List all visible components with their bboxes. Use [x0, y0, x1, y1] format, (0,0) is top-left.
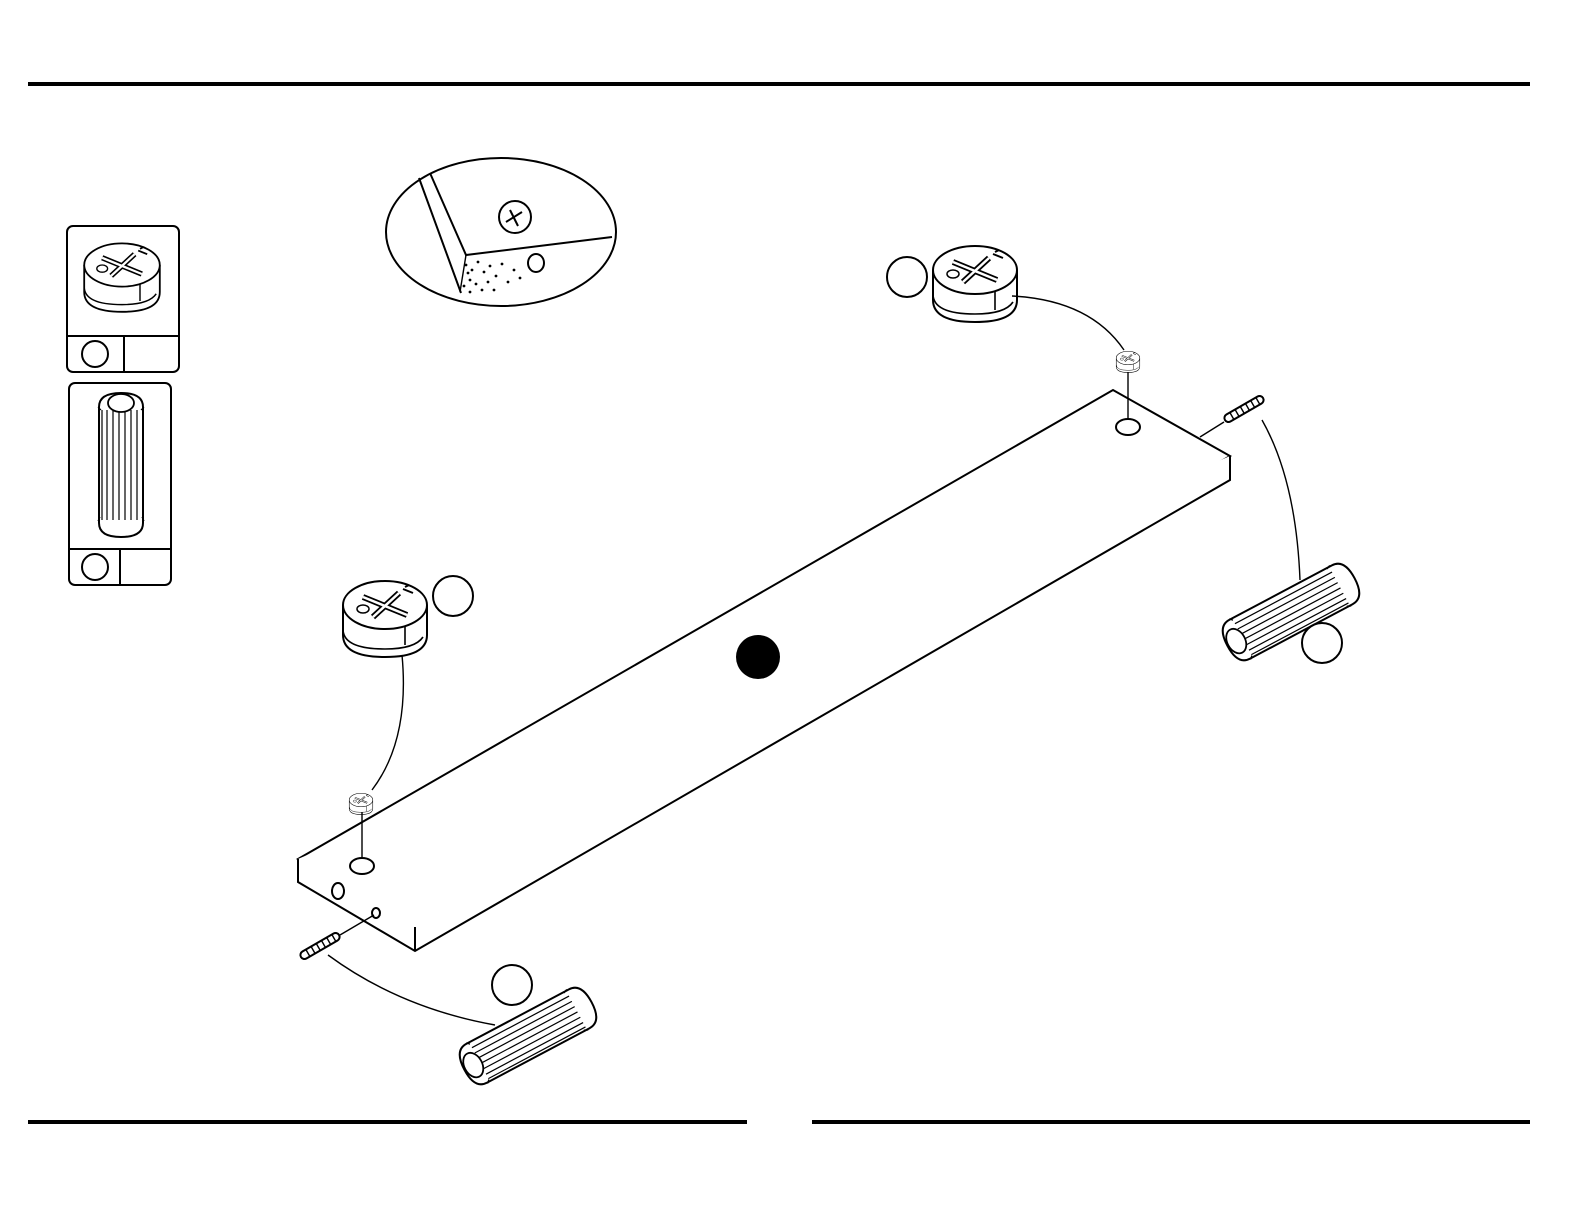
dowel-callout-right — [1302, 623, 1342, 663]
pin-right — [1223, 395, 1265, 424]
pin-left — [299, 932, 341, 961]
cam-lock-right-small — [1116, 351, 1140, 372]
cam-lock-callout-right-part — [933, 246, 1017, 322]
cam-hole-detail — [386, 158, 616, 306]
legend-wood-dowel — [69, 383, 171, 585]
legend-cam-lock — [67, 226, 179, 372]
step-marker-filled — [736, 635, 780, 679]
cam-lock-left-small — [349, 793, 373, 814]
cam-lock-callout-left-part — [343, 581, 427, 657]
leader-dowel-left — [328, 955, 495, 1025]
wood-dowel-icon — [98, 393, 144, 537]
cam-lock-icon — [84, 243, 160, 311]
cam-lock-callout-right — [887, 257, 927, 297]
cam-lock-callout-left — [433, 576, 473, 616]
dowel-callout-left — [492, 965, 532, 1005]
leader-dowel-right — [1262, 420, 1300, 580]
leader-cam-left — [372, 655, 403, 790]
dowel-callout-right-part — [1217, 558, 1366, 666]
shelf-board — [298, 390, 1230, 951]
leader-cam-right — [1012, 296, 1124, 350]
